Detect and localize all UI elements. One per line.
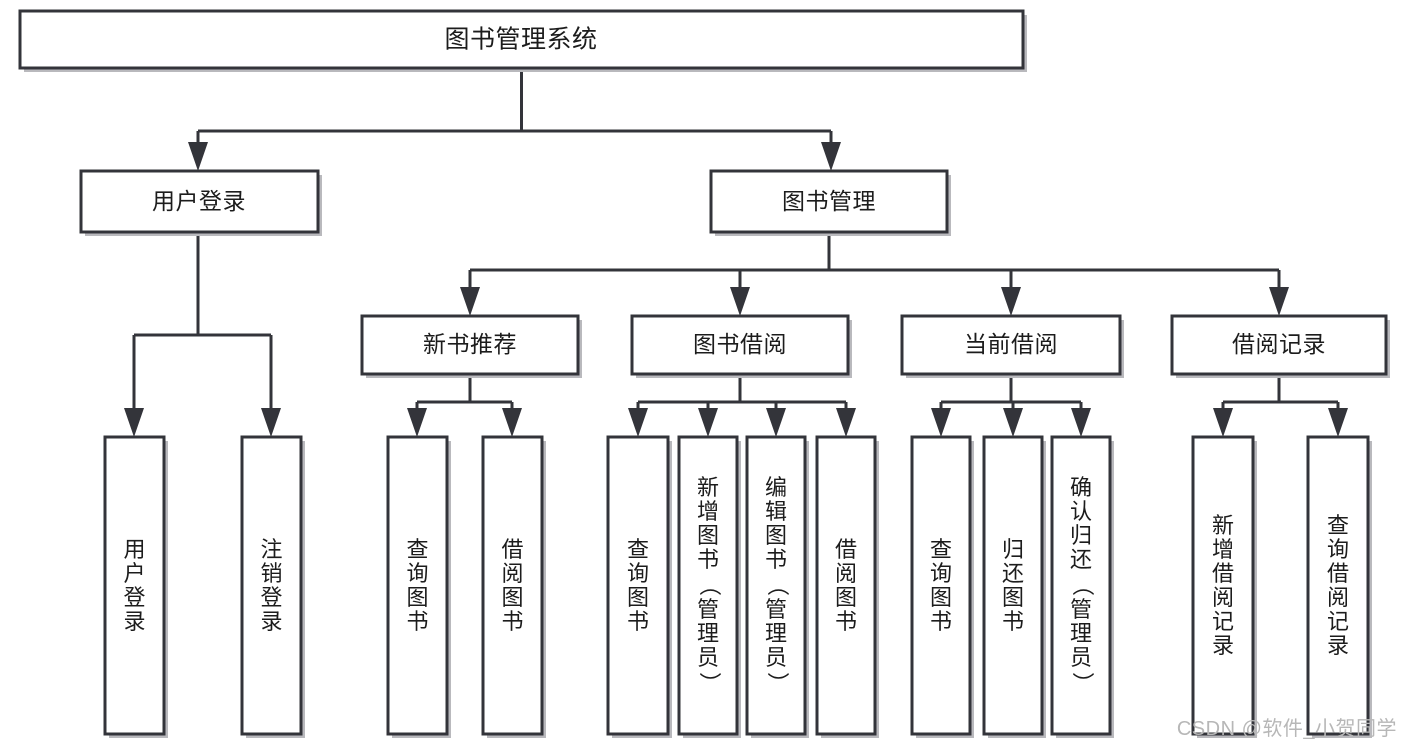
arrow-head-new-book-recommend (460, 287, 480, 316)
arrow-head-leaf-query-book-rec (407, 408, 427, 437)
arrow-head-leaf-edit-book-admin (766, 408, 786, 437)
arrow-head-borrow-record (1269, 287, 1289, 316)
arrow-head-leaf-user-login (124, 408, 144, 437)
leaf-query-book-current-box (910, 435, 972, 736)
arrow-head-leaf-return-book (1003, 408, 1023, 437)
node-leaf-user-login[interactable] (103, 435, 168, 738)
root-label: 图书管理系统 (444, 26, 597, 54)
node-leaf-query-book-borrow[interactable] (606, 435, 672, 738)
leaf-add-borrow-record-box (1191, 435, 1255, 736)
borrow-record-label: 借阅记录 (1232, 331, 1326, 357)
node-user-login[interactable]: 用户登录 (79, 169, 322, 236)
arrow-head-leaf-confirm-return-admin (1071, 408, 1091, 437)
arrow-head-leaf-borrow-book-rec (502, 408, 522, 437)
node-leaf-user-logout[interactable] (240, 435, 305, 738)
book-borrow-label: 图书借阅 (693, 331, 787, 357)
new-book-recommend-label: 新书推荐 (423, 331, 517, 357)
arrow-head-book-borrow (730, 287, 750, 316)
node-leaf-borrow-book-rec[interactable] (481, 435, 546, 738)
arrow-head-leaf-add-borrow-record (1213, 408, 1233, 437)
leaf-confirm-return-admin-box (1050, 435, 1112, 736)
current-borrow-label: 当前借阅 (964, 331, 1058, 357)
root-box (18, 9, 1025, 70)
arrow-head-leaf-query-book-current (931, 408, 951, 437)
book-manage-label: 图书管理 (782, 188, 876, 214)
node-borrow-record[interactable]: 借阅记录 (1170, 314, 1390, 378)
leaf-query-book-rec-box (386, 435, 449, 736)
node-current-borrow[interactable]: 当前借阅 (900, 314, 1124, 378)
leaf-user-logout-box (240, 435, 303, 736)
leaf-borrow-book-rec-box (481, 435, 544, 736)
node-book-borrow[interactable]: 图书借阅 (630, 314, 852, 378)
node-leaf-query-book-current[interactable] (910, 435, 974, 738)
leaf-query-borrow-record-box (1306, 435, 1370, 736)
user-login-label: 用户登录 (152, 188, 246, 214)
node-new-book-recommend[interactable]: 新书推荐 (360, 314, 582, 378)
arrow-head-leaf-add-book-admin (698, 408, 718, 437)
leaf-user-login-box (103, 435, 166, 736)
node-leaf-add-book-admin[interactable] (677, 435, 741, 738)
arrow-head-user-login (188, 142, 208, 171)
book-manage-box (709, 169, 949, 234)
arrow-head-current-borrow (1001, 287, 1021, 316)
node-leaf-query-book-rec[interactable] (386, 435, 451, 738)
leaf-box-layer (103, 435, 1372, 738)
node-leaf-return-book[interactable] (982, 435, 1046, 738)
arrow-head-leaf-query-borrow-record (1328, 408, 1348, 437)
node-leaf-edit-book-admin[interactable] (745, 435, 809, 738)
arrow-head-leaf-user-logout (261, 408, 281, 437)
leaf-add-book-admin-box (677, 435, 739, 736)
leaf-edit-book-admin-box (745, 435, 807, 736)
node-leaf-add-borrow-record[interactable] (1191, 435, 1257, 738)
arrow-head-leaf-query-book-borrow (628, 408, 648, 437)
node-root[interactable]: 图书管理系统 (18, 9, 1027, 72)
watermark: CSDN @软件_小贺同学 (1176, 718, 1397, 740)
node-leaf-borrow-book[interactable] (815, 435, 879, 738)
user-login-box (79, 169, 320, 234)
node-leaf-confirm-return-admin[interactable] (1050, 435, 1114, 738)
arrow-head-leaf-borrow-book (836, 408, 856, 437)
new-book-recommend-box (360, 314, 580, 376)
borrow-record-box (1170, 314, 1388, 376)
book-borrow-box (630, 314, 850, 376)
leaf-query-book-borrow-box (606, 435, 670, 736)
node-book-manage[interactable]: 图书管理 (709, 169, 951, 236)
leaf-return-book-box (982, 435, 1044, 736)
current-borrow-box (900, 314, 1122, 376)
node-leaf-query-borrow-record[interactable] (1306, 435, 1372, 738)
arrow-head-book-manage (821, 142, 841, 171)
leaf-borrow-book-box (815, 435, 877, 736)
connector-layer (124, 68, 1348, 437)
